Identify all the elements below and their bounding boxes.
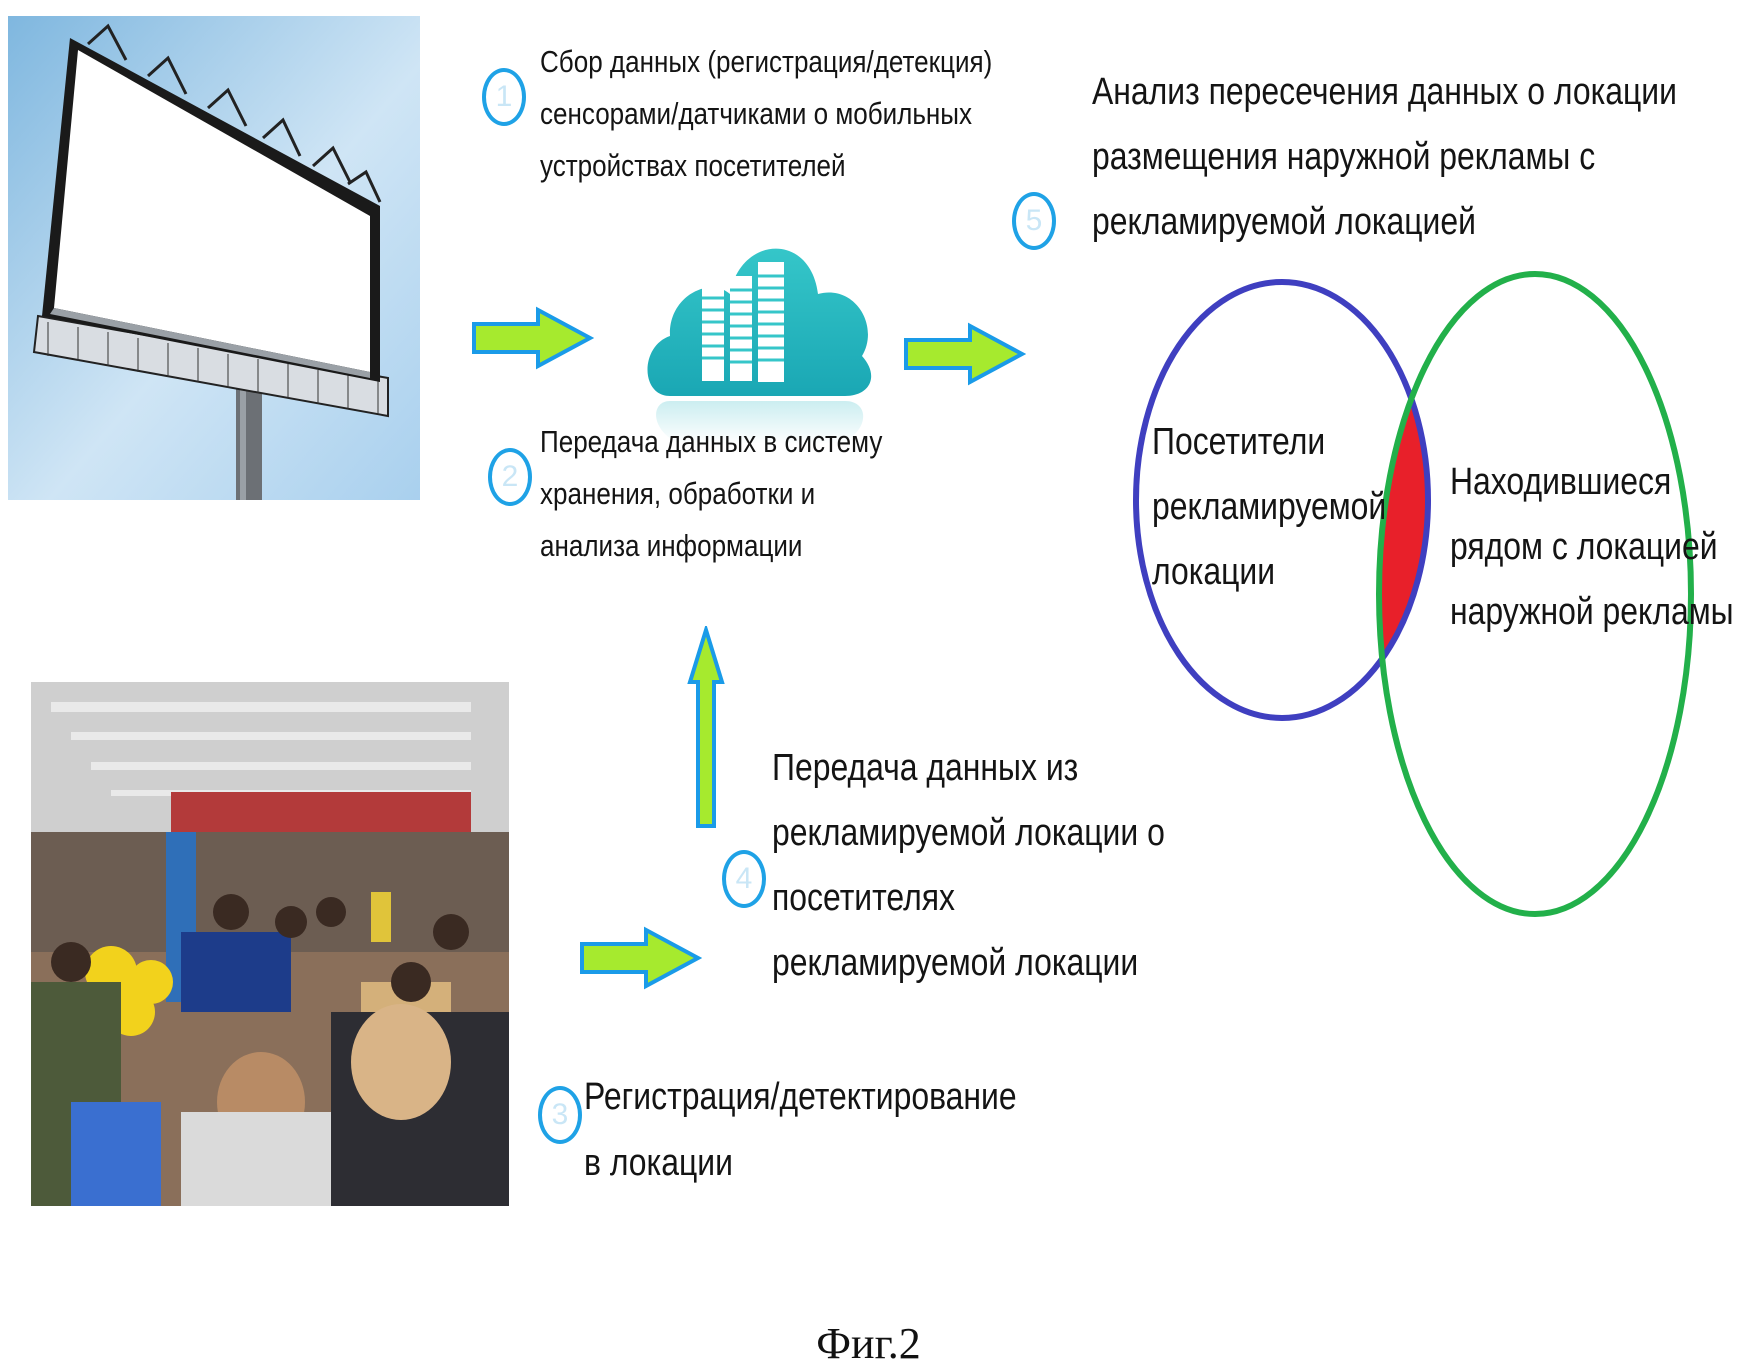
step-1-line: сенсорами/датчиками о мобильных — [540, 96, 973, 131]
step-3-line: в локации — [584, 1142, 733, 1184]
step-1-text: Сбор данных (регистрация/детекция) сенсо… — [540, 36, 992, 192]
venn-left-line: Посетители — [1152, 421, 1326, 463]
step-2-line: анализа информации — [540, 528, 803, 563]
arrow-right-icon — [580, 926, 702, 990]
venn-right-line: наружной рекламы — [1450, 591, 1734, 633]
step-2-text: Передача данных в систему хранения, обра… — [540, 416, 882, 572]
step-4-text: Передача данных из рекламируемой локации… — [772, 736, 1165, 996]
figure-caption: Фиг.2 — [816, 1319, 921, 1368]
step-2-line: Передача данных в систему — [540, 424, 883, 459]
step-4-badge: 4 — [722, 850, 766, 908]
step-1-line: Сбор данных (регистрация/детекция) — [540, 44, 993, 79]
store-crowd-image — [31, 682, 509, 1206]
venn-right-circle — [1376, 271, 1694, 917]
venn-diagram — [1133, 271, 1694, 917]
step-2-badge: 2 — [488, 448, 532, 506]
step-3-badge: 3 — [538, 1086, 582, 1144]
arrow-right-icon — [904, 322, 1026, 386]
step-5-line: Анализ пересечения данных о локации — [1092, 71, 1677, 113]
step-5-line: рекламируемой локацией — [1092, 201, 1476, 243]
step-4-line: посетителях — [772, 877, 955, 919]
step-4-line: Передача данных из — [772, 747, 1079, 789]
step-3-text: Регистрация/детектирование в локации — [584, 1064, 1017, 1196]
step-5-line: размещения наружной рекламы с — [1092, 136, 1596, 178]
step-1-badge: 1 — [482, 68, 526, 126]
venn-left-label: Посетители рекламируемой локации — [1152, 410, 1386, 605]
venn-right-line: рядом с локацией — [1450, 526, 1718, 568]
venn-left-line: рекламируемой — [1152, 486, 1387, 528]
cloud-storage-icon — [647, 248, 872, 444]
venn-right-label: Находившиеся рядом с локацией наружной р… — [1450, 450, 1734, 645]
step-5-badge: 5 — [1012, 192, 1056, 250]
venn-left-line: локации — [1152, 551, 1276, 593]
step-1-line: устройствах посетителей — [540, 148, 846, 183]
step-5-text: Анализ пересечения данных о локации разм… — [1092, 60, 1677, 255]
billboard-image — [8, 16, 420, 500]
step-4-line: рекламируемой локации — [772, 942, 1139, 984]
arrow-up-icon — [687, 626, 725, 828]
step-2-line: хранения, обработки и — [540, 476, 816, 511]
arrow-right-icon — [472, 306, 594, 370]
venn-right-line: Находившиеся — [1450, 461, 1672, 503]
step-4-line: рекламируемой локации о — [772, 812, 1165, 854]
step-3-line: Регистрация/детектирование — [584, 1076, 1017, 1118]
venn-left-circle — [1133, 279, 1431, 721]
